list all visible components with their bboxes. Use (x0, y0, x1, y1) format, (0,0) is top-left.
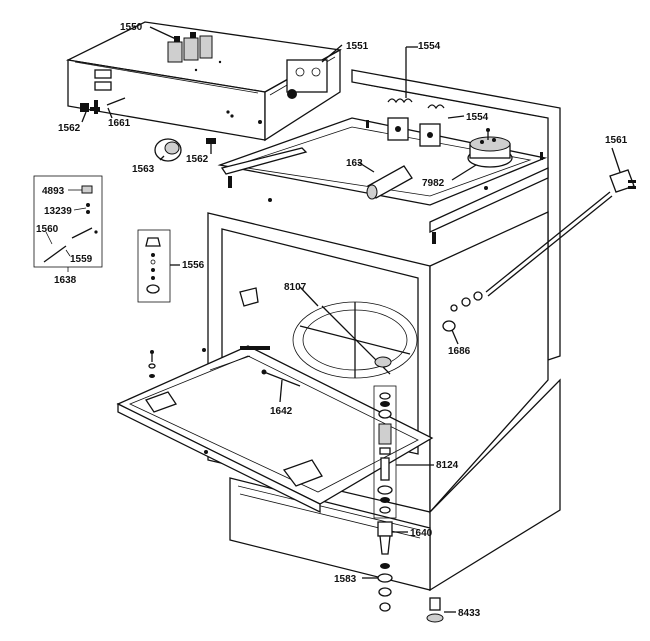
motor-7982 (451, 128, 513, 181)
leveling-foot-8433 (426, 597, 456, 623)
door (116, 345, 434, 514)
label-163: 163 (346, 158, 363, 169)
kit-box-1556 (137, 229, 180, 303)
label-1642: 1642 (270, 406, 293, 417)
clip-bracket (239, 287, 259, 307)
label-1686: 1686 (448, 346, 471, 357)
door-spring-1554 (387, 46, 465, 147)
label-1583: 1583 (334, 574, 357, 585)
label-1559: 1559 (70, 254, 93, 265)
washer-set-1583 (362, 563, 393, 612)
label-1554-right: 1554 (466, 112, 489, 123)
callout-labels: 1550 1551 1554 1554 1561 1562 1661 1563 … (36, 22, 628, 619)
knob-1563 (154, 138, 182, 162)
label-1562-left: 1562 (58, 123, 81, 134)
label-7982: 7982 (422, 178, 445, 189)
label-1550: 1550 (120, 22, 143, 33)
label-1661: 1661 (108, 118, 131, 129)
rack-8107 (292, 286, 418, 379)
relay-switch-1550 (149, 26, 213, 63)
capacitor-163 (357, 161, 413, 200)
label-1561: 1561 (605, 135, 628, 146)
label-1638: 1638 (54, 275, 77, 286)
label-1640: 1640 (410, 528, 433, 539)
drain-fitting-1640 (377, 521, 408, 555)
label-1554-top: 1554 (418, 41, 441, 52)
label-8107: 8107 (284, 282, 307, 293)
latch-1686 (442, 320, 459, 345)
label-8124: 8124 (436, 460, 459, 471)
label-8433: 8433 (458, 608, 481, 619)
timer-switch-1551 (286, 44, 343, 99)
label-1562-mid: 1562 (186, 154, 209, 165)
screw-1562-left (80, 100, 100, 123)
pump-column-8124 (373, 385, 434, 519)
label-1563: 1563 (132, 164, 155, 175)
door-pin-1642 (261, 369, 301, 403)
label-4893: 4893 (42, 186, 65, 197)
label-1556: 1556 (182, 260, 205, 271)
label-13239: 13239 (44, 206, 72, 217)
label-1560: 1560 (36, 224, 59, 235)
screw-1562-mid (206, 138, 216, 154)
power-cord-1561 (450, 147, 636, 312)
label-1551: 1551 (346, 41, 369, 52)
screw-set-door (148, 348, 206, 378)
kit-box-1638 (33, 175, 103, 272)
screw-1661 (106, 97, 126, 119)
